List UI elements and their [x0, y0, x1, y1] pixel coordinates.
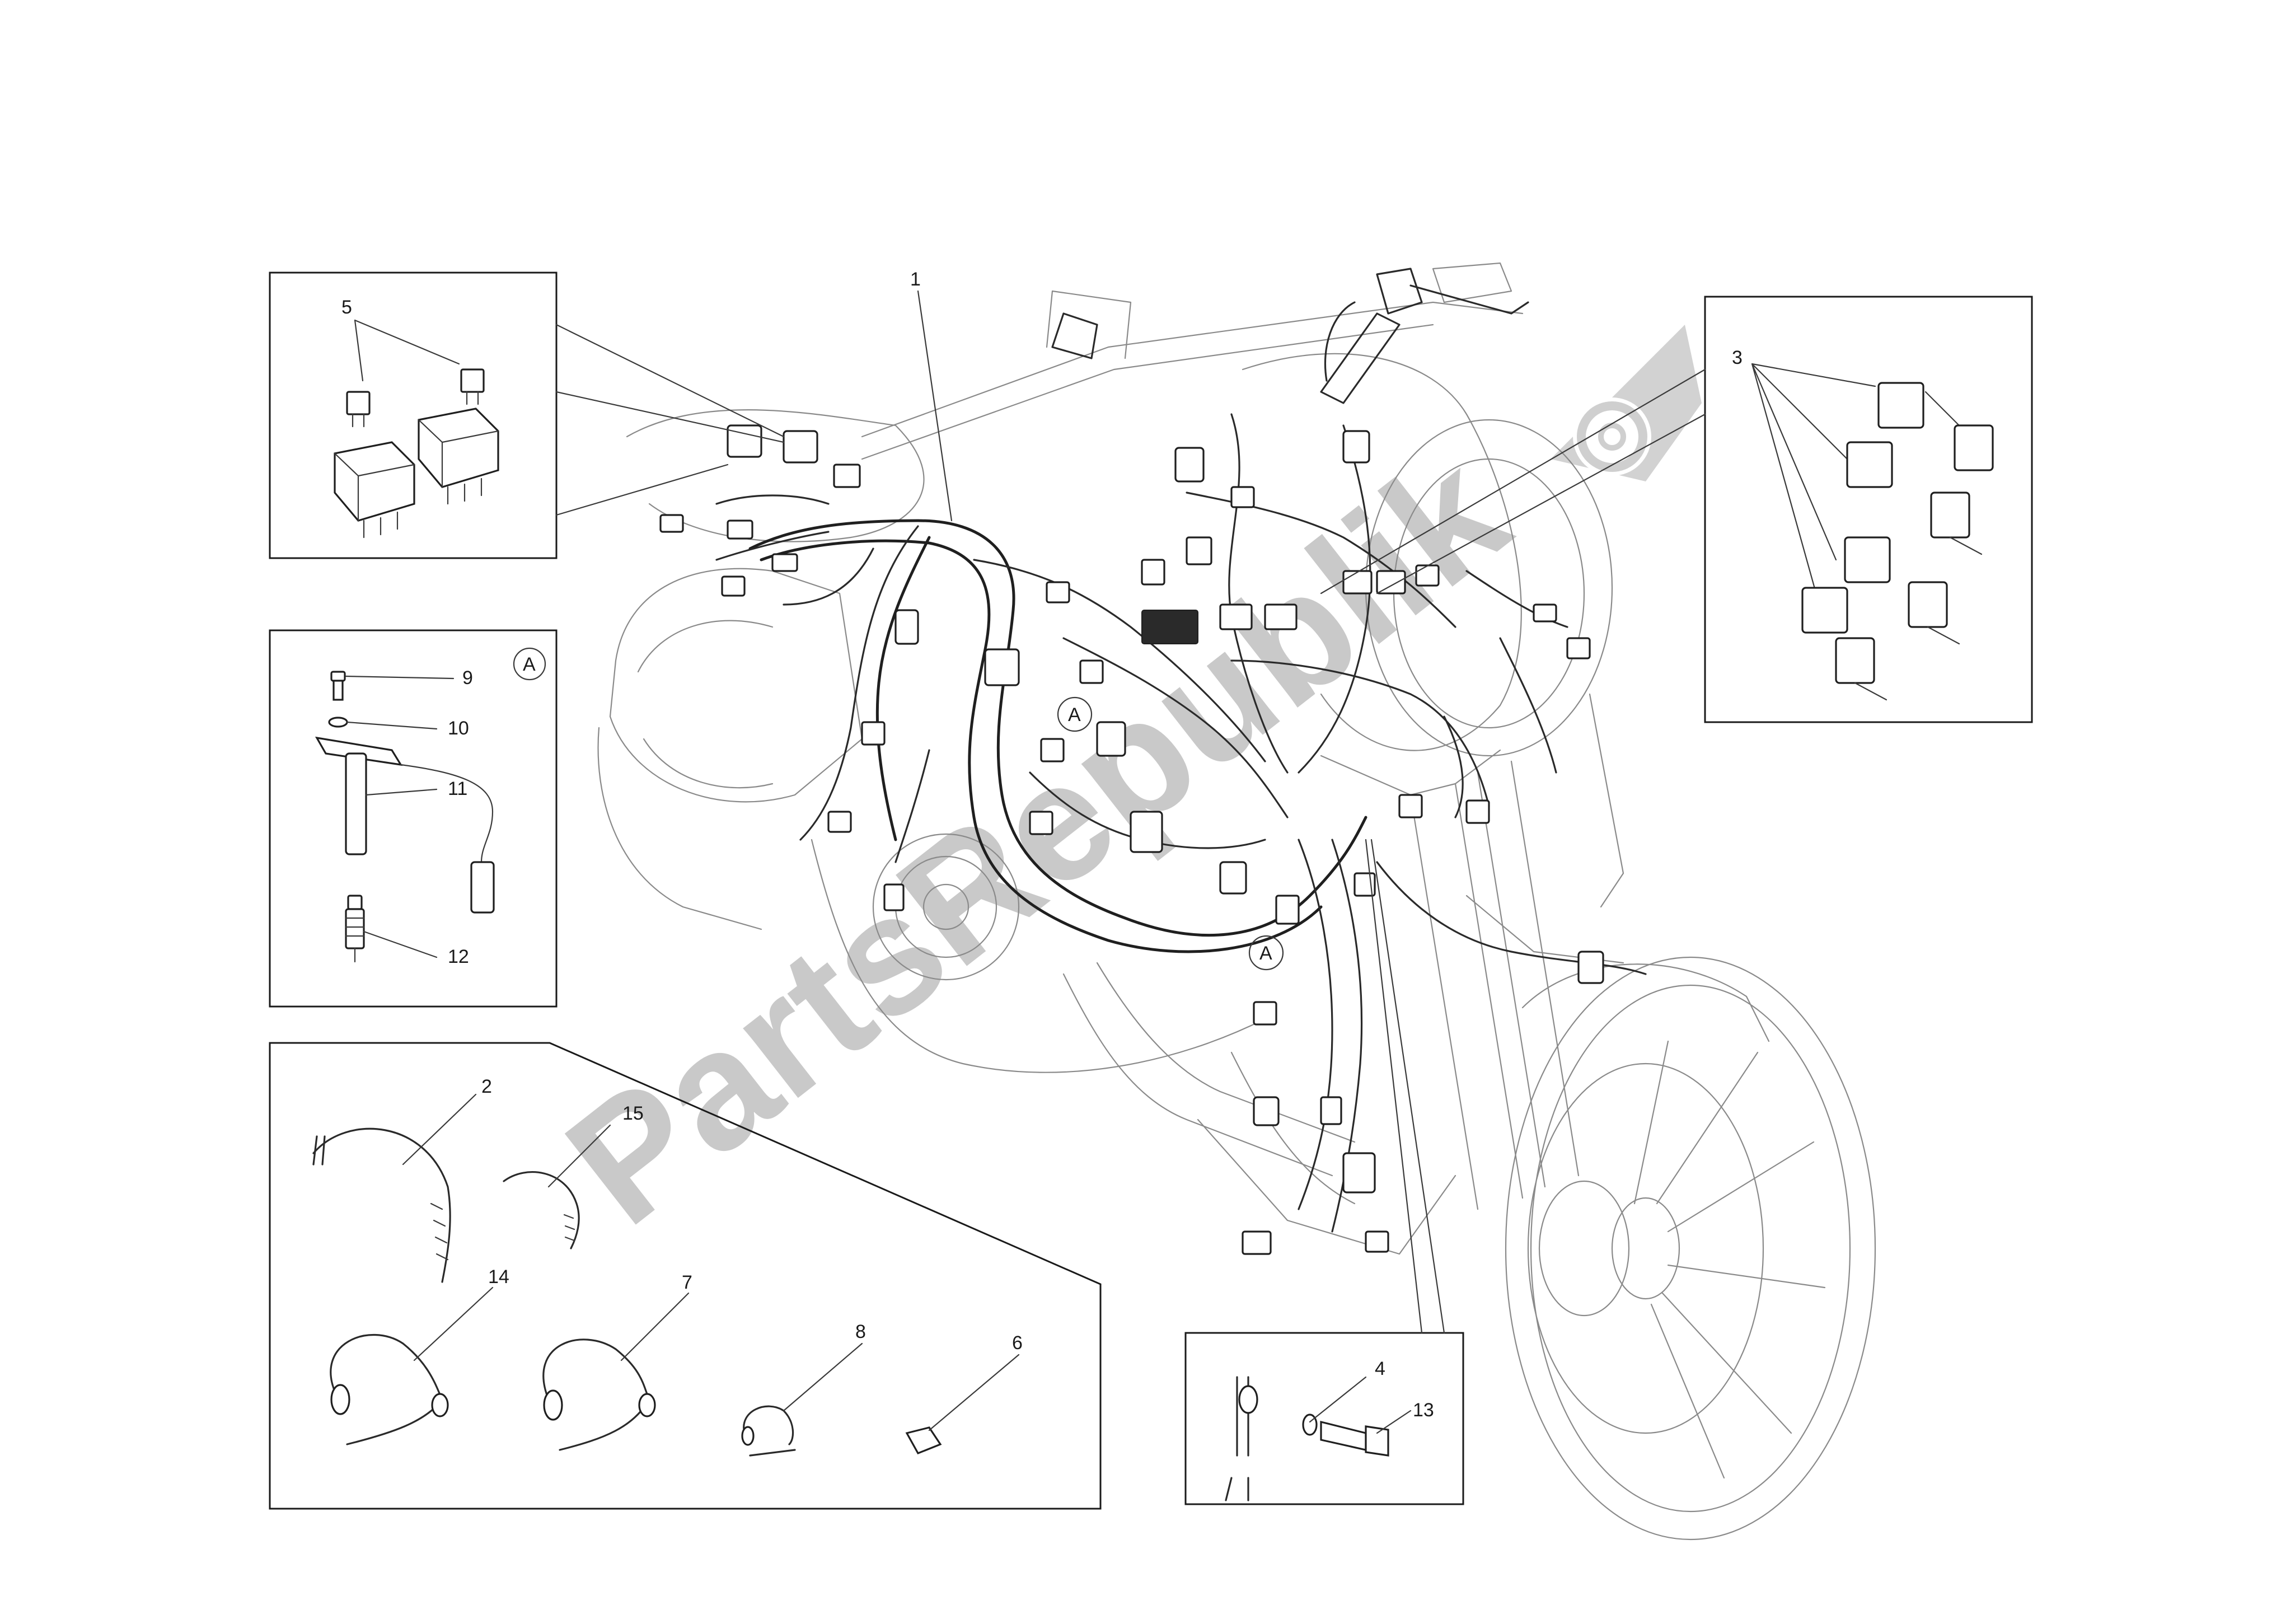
blade-fuse-left: [346, 391, 371, 428]
ground-ring-terminal: [1238, 1385, 1258, 1414]
watermark-gear-icon: [1551, 325, 1702, 481]
callout-8: 8: [855, 1321, 866, 1342]
ground-bolt: [1320, 1420, 1389, 1457]
ground-detail-frame: [1184, 1332, 1464, 1505]
detail-box-ground: 4 13: [1184, 839, 1464, 1505]
detail-box-fuses: 5: [269, 272, 785, 559]
reference-marker-upper: A: [1068, 704, 1081, 726]
callout-5: 5: [341, 297, 352, 318]
relay-box-left: [334, 441, 415, 539]
detail-box-relays: 3: [1320, 296, 2033, 723]
ignition-detail-frame: [269, 629, 558, 1008]
callout-2: 2: [481, 1076, 492, 1097]
clip-14: [330, 1334, 449, 1445]
cable-tie-large: [312, 1127, 451, 1283]
callout-12: 12: [448, 946, 469, 967]
reference-marker-box: A: [523, 654, 536, 675]
ignition-coil: [315, 736, 495, 914]
callout-3: 3: [1732, 347, 1743, 368]
callout-7: 7: [682, 1272, 692, 1293]
callout-11: 11: [448, 778, 467, 799]
coil-washer: [328, 717, 348, 728]
harness-connectors: [659, 424, 1604, 1255]
relay-detail-frame: [1704, 296, 2033, 723]
fuse-detail-frame: [269, 272, 558, 559]
callout-14: 14: [488, 1266, 509, 1288]
clip-8: [741, 1405, 796, 1457]
relay-1: [1877, 382, 1994, 471]
main-callouts: 1 A A: [910, 269, 1284, 971]
cable-tie-small: [503, 1171, 580, 1249]
watermark: PartsRepublik: [533, 325, 1702, 1261]
relay-box-right: [418, 408, 499, 505]
reference-circle-lower: [1248, 935, 1284, 971]
bar-controls: [1051, 268, 1529, 404]
callout-15: 15: [622, 1103, 644, 1124]
motorcycle-outline: [597, 262, 1876, 1541]
detail-box-ignition: A 9 10 11 12: [269, 629, 558, 1008]
callout-6: 6: [1012, 1332, 1023, 1354]
callout-1: 1: [910, 269, 921, 290]
callout-13: 13: [1413, 1400, 1434, 1421]
grommet-6: [905, 1426, 942, 1455]
clip-7: [542, 1338, 656, 1451]
clamps-detail-frame: [269, 1042, 1102, 1510]
reference-circle-upper: [1057, 696, 1093, 732]
callout-9: 9: [462, 667, 473, 689]
relay-4: [1801, 587, 1887, 701]
relay-2: [1846, 441, 1983, 555]
relay-3: [1844, 536, 1960, 645]
spark-plug: [345, 895, 365, 963]
reference-marker-lower: A: [1259, 943, 1272, 964]
detail-box-clamps: 2 15 14 7 8 6: [269, 1042, 1102, 1510]
watermark-text: PartsRepublik: [533, 416, 1540, 1261]
blade-fuse-right: [460, 368, 485, 405]
callout-4: 4: [1375, 1358, 1385, 1379]
coil-bolt: [330, 671, 346, 701]
callout-10: 10: [448, 718, 469, 739]
